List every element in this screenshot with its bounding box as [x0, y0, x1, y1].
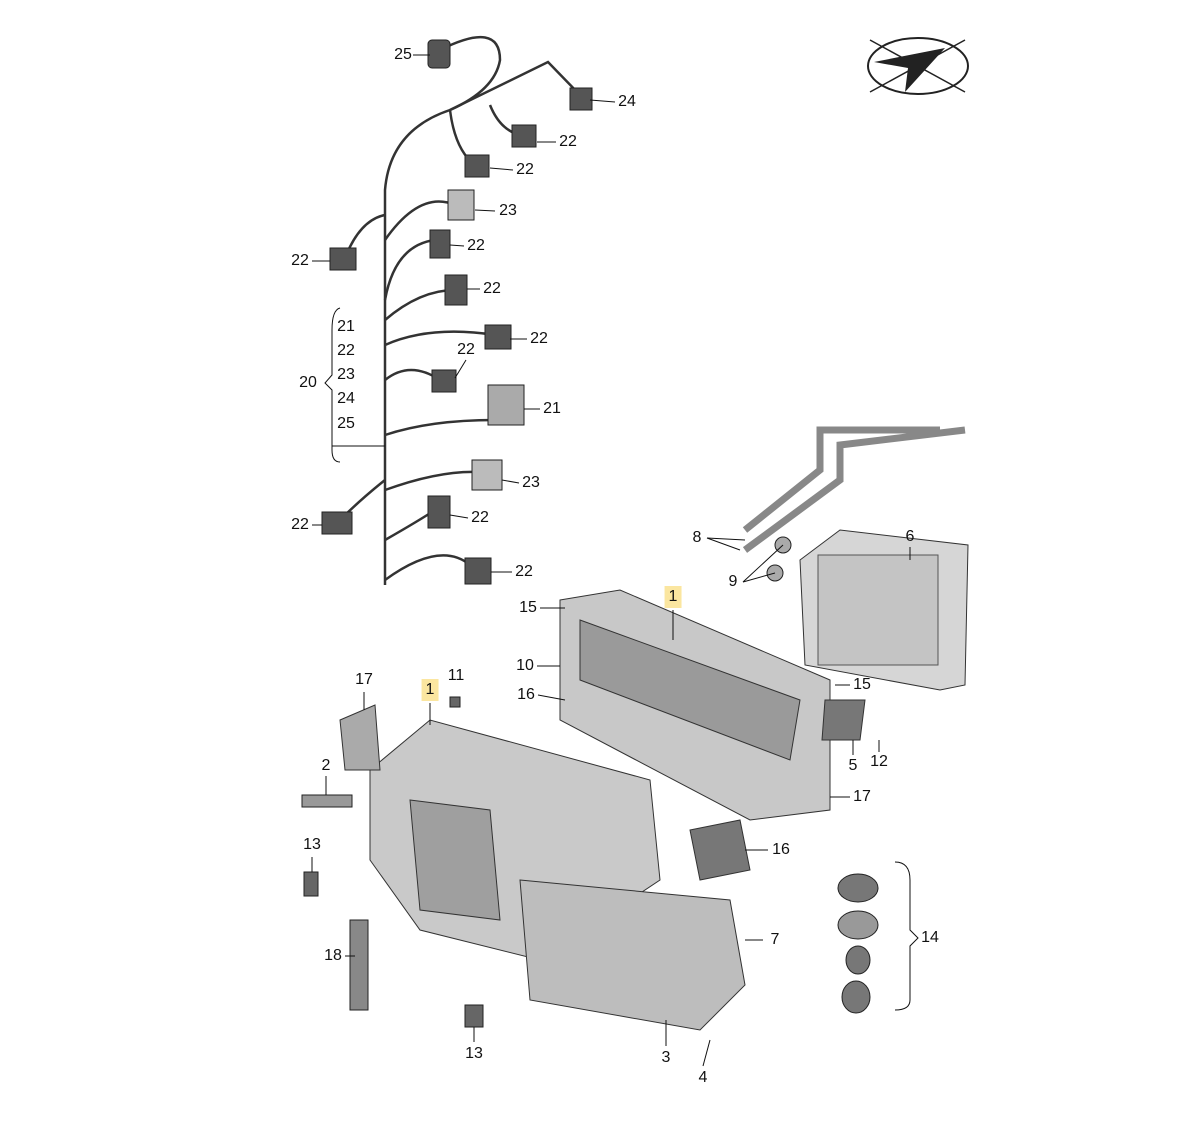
callout-15: 15	[519, 599, 537, 616]
callout-14: 14	[921, 929, 939, 946]
callout-20-23: 23	[337, 366, 355, 383]
callout-18: 18	[324, 947, 342, 964]
callout-13: 13	[465, 1045, 483, 1062]
callout-21: 21	[543, 400, 561, 417]
wiring-harness	[339, 35, 581, 585]
callout-15: 15	[853, 676, 871, 693]
callout-17: 17	[355, 671, 373, 688]
callout-22: 22	[515, 563, 533, 580]
callout-17: 17	[853, 788, 871, 805]
callout-1-highlighted: 1	[664, 586, 682, 608]
callout-20-24: 24	[337, 390, 355, 407]
callout-22: 22	[483, 280, 501, 297]
bracket-20	[324, 307, 341, 463]
seals	[837, 873, 879, 1014]
callout-25: 25	[394, 46, 412, 63]
upper-housing	[559, 589, 831, 821]
callout-24: 24	[618, 93, 636, 110]
callout-23: 23	[499, 202, 517, 219]
callout-16: 16	[772, 841, 790, 858]
callout-8: 8	[692, 529, 702, 546]
leader-lines	[311, 54, 911, 1067]
callout-22: 22	[516, 161, 534, 178]
callout-22: 22	[457, 341, 475, 358]
callout-1-highlighted: 1	[421, 679, 439, 701]
callout-22: 22	[291, 252, 309, 269]
bracket-14	[894, 861, 919, 1011]
callout-22: 22	[291, 516, 309, 533]
callout-20: 20	[299, 374, 317, 391]
callout-2: 2	[321, 757, 331, 774]
callout-3: 3	[661, 1049, 671, 1066]
callout-20-25: 25	[337, 415, 355, 432]
callout-22: 22	[471, 509, 489, 526]
callout-12: 12	[870, 753, 888, 770]
callout-9: 9	[728, 573, 738, 590]
callout-16: 16	[517, 686, 535, 703]
callout-11: 11	[447, 667, 465, 684]
callout-22: 22	[467, 237, 485, 254]
callout-5: 5	[848, 757, 858, 774]
callout-20-22: 22	[337, 342, 355, 359]
callout-13: 13	[303, 836, 321, 853]
heater-pipes	[742, 426, 966, 553]
callout-20-21: 21	[337, 318, 355, 335]
callout-22: 22	[559, 133, 577, 150]
callout-6: 6	[905, 528, 915, 545]
connectors	[321, 39, 593, 585]
callout-10: 10	[516, 657, 534, 674]
callout-22: 22	[530, 330, 548, 347]
orientation-logo	[867, 37, 969, 95]
heater-core	[799, 529, 969, 691]
callout-23: 23	[522, 474, 540, 491]
callout-7: 7	[770, 931, 780, 948]
callout-4: 4	[698, 1069, 708, 1086]
lower-housing	[339, 699, 866, 1031]
